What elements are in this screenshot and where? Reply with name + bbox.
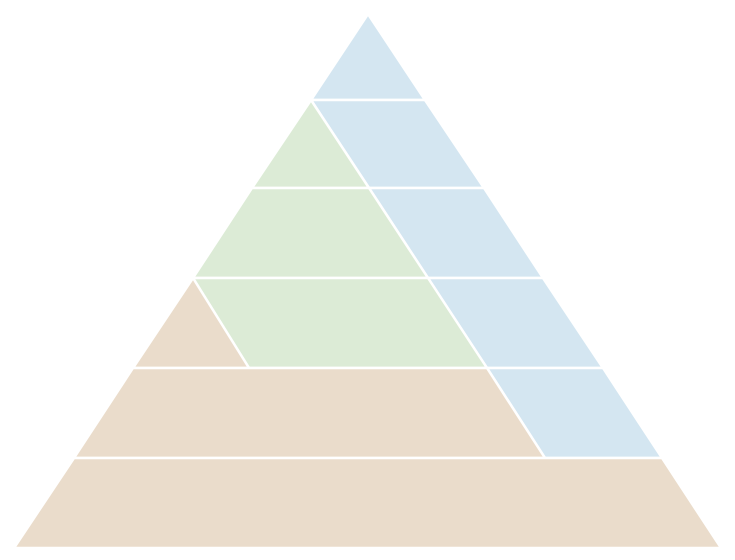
blue-segment-row-1 (308, 11, 428, 102)
tan-segment-row-5 (71, 366, 548, 460)
tan-segment-row-6 (11, 456, 724, 550)
